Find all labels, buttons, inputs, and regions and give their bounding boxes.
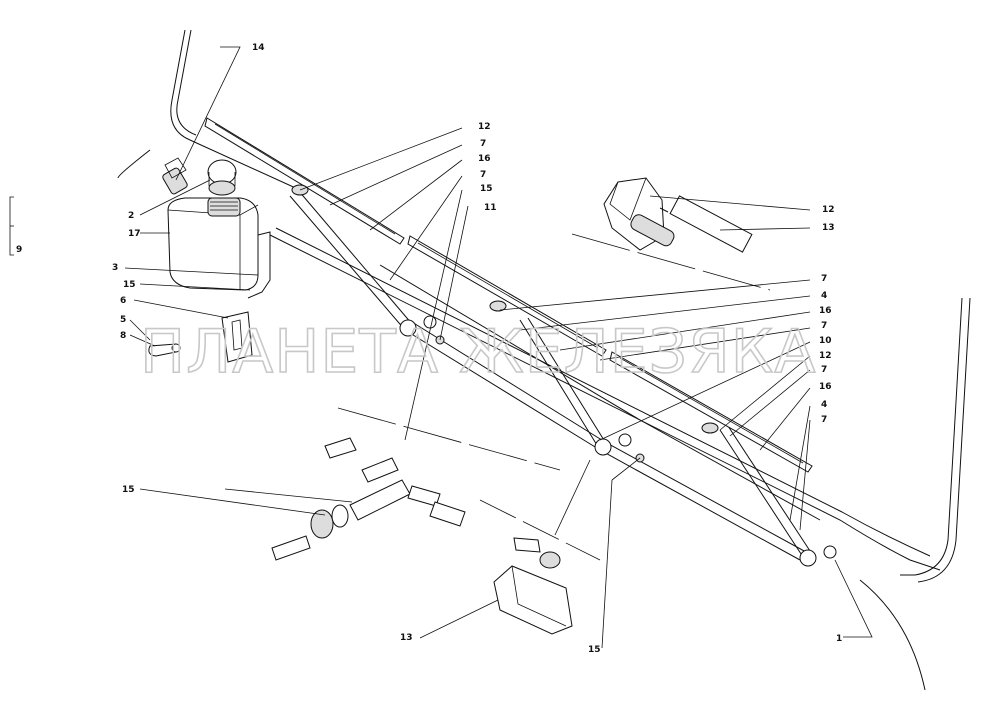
windshield-frame — [117, 29, 971, 691]
section-dividers — [337, 233, 771, 561]
callout-9: 9 — [16, 245, 22, 255]
nozzle-detail-top-right — [603, 177, 753, 253]
callout-1: 1 — [836, 634, 842, 644]
callout-15-tee: 15 — [122, 485, 135, 495]
wiper-linkage — [289, 189, 837, 567]
callout-16-right-2: 16 — [819, 382, 832, 392]
clip-detail — [493, 537, 573, 635]
callout-5: 5 — [120, 315, 126, 325]
hose-tee-detail — [271, 437, 466, 561]
callout-7-top-2: 7 — [480, 170, 486, 180]
callout-6: 6 — [120, 296, 126, 306]
callout-labels: 14 2 17 3 15 6 5 8 9 12 7 16 7 15 11 12 … — [16, 43, 842, 655]
callout-4-right: 4 — [821, 291, 827, 301]
callout-16-right: 16 — [819, 306, 832, 316]
callout-7-right-3: 7 — [821, 365, 827, 375]
callout-7-right-2: 7 — [821, 321, 827, 331]
callout-12-right: 12 — [819, 351, 832, 361]
watermark-text: ПЛАНЕТА ЖЕЛЕЗЯКА — [140, 317, 816, 387]
callout-7-right: 7 — [821, 274, 827, 284]
callout-14: 14 — [252, 43, 265, 53]
leader-lines — [9, 46, 873, 649]
callout-7-right-4: 7 — [821, 415, 827, 425]
callout-15-bottom: 15 — [588, 645, 601, 655]
callout-2: 2 — [128, 211, 134, 221]
callout-4-right-2: 4 — [821, 400, 827, 410]
callout-7-top: 7 — [480, 139, 486, 149]
callout-15-top: 15 — [480, 184, 493, 194]
callout-15-tank: 15 — [123, 280, 136, 290]
callout-16-top: 16 — [478, 154, 491, 164]
callout-3: 3 — [112, 263, 118, 273]
callout-13-detail: 13 — [822, 223, 835, 233]
callout-17: 17 — [128, 229, 141, 239]
wiper-blade-right — [609, 351, 813, 473]
callout-12-top: 12 — [478, 122, 491, 132]
washer-tank-assembly — [148, 157, 271, 363]
callout-10: 10 — [819, 336, 832, 346]
callout-12-detail: 12 — [822, 205, 835, 215]
callout-11: 11 — [484, 203, 497, 213]
callout-8: 8 — [120, 331, 126, 341]
callout-13-clip: 13 — [400, 633, 413, 643]
